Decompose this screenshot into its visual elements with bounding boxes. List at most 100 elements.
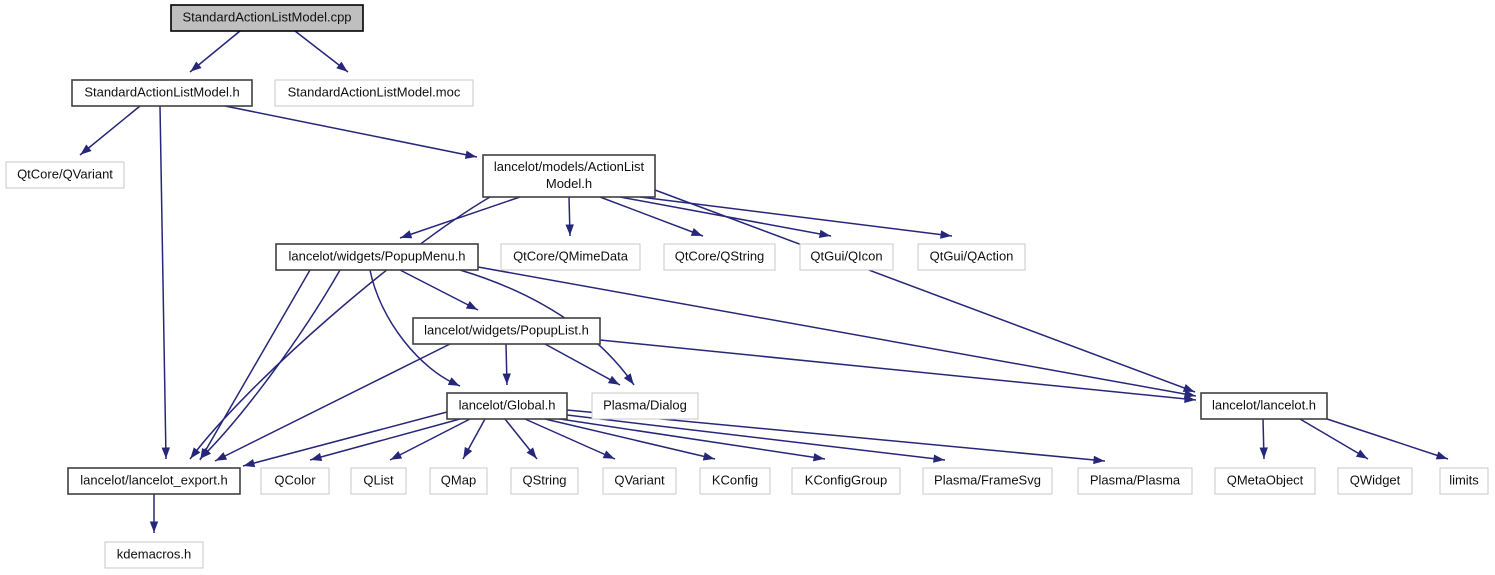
graph-node-box[interactable] xyxy=(699,467,771,495)
graph-edge xyxy=(599,339,1197,401)
graph-node-box[interactable] xyxy=(429,467,488,495)
graph-node-box[interactable] xyxy=(350,467,407,495)
graph-edge-arrowhead xyxy=(447,377,460,386)
graph-node[interactable]: QtCore/QMimeData xyxy=(500,243,641,271)
graph-node-box[interactable] xyxy=(5,161,125,189)
graph-node-box[interactable] xyxy=(1077,467,1193,495)
graph-node[interactable]: QWidget xyxy=(1337,467,1413,495)
graph-edge-arrowhead xyxy=(602,450,615,459)
graph-node-box[interactable] xyxy=(446,392,568,420)
graph-edge-arrowhead xyxy=(702,452,715,461)
graph-edge xyxy=(224,105,478,158)
graph-edge-arrowhead xyxy=(400,230,413,239)
graph-edge-arrowhead xyxy=(940,230,952,239)
graph-node[interactable]: kdemacros.h xyxy=(104,541,204,569)
graph-edge-arrowhead xyxy=(502,373,511,385)
graph-node[interactable]: lancelot/Global.h xyxy=(446,392,568,420)
graph-edge xyxy=(199,269,341,460)
graph-node[interactable]: StandardActionListModel.h xyxy=(71,79,253,107)
graph-edge-arrowhead xyxy=(464,150,477,159)
graph-node[interactable]: QString xyxy=(510,467,579,495)
graph-edge-arrowhead xyxy=(1355,449,1368,459)
graph-node-box[interactable] xyxy=(500,243,641,271)
graph-edge xyxy=(559,418,826,460)
graph-node[interactable]: limits xyxy=(1439,467,1489,495)
graph-edge-arrowhead xyxy=(818,229,831,239)
graph-node-box[interactable] xyxy=(67,467,241,495)
graph-node[interactable]: Plasma/FrameSvg xyxy=(922,467,1053,495)
graph-node-box[interactable] xyxy=(71,79,253,107)
graph-edge-arrowhead xyxy=(149,521,159,533)
graph-node-box[interactable] xyxy=(260,467,330,495)
graph-edge xyxy=(159,105,167,460)
graph-node[interactable]: QtCore/QString xyxy=(663,243,776,271)
graph-node-box[interactable] xyxy=(591,392,699,420)
graph-node-box[interactable] xyxy=(1337,467,1413,495)
graph-edge-arrowhead xyxy=(190,61,202,72)
graph-edge-arrowhead xyxy=(1184,394,1196,404)
graph-edge-arrowhead xyxy=(200,447,210,460)
graph-node-box[interactable] xyxy=(510,467,579,495)
graph-node-box[interactable] xyxy=(922,467,1053,495)
graph-node[interactable]: lancelot/widgets/PopupList.h xyxy=(412,317,601,345)
graph-edge-arrowhead xyxy=(1435,451,1448,460)
graph-edge-arrowhead xyxy=(215,452,228,461)
graph-edge-arrowhead xyxy=(465,301,478,310)
graph-node-box[interactable] xyxy=(170,4,364,32)
graph-edge xyxy=(79,105,141,156)
graph-node-box[interactable] xyxy=(482,154,656,198)
graph-node[interactable]: Plasma/Dialog xyxy=(591,392,699,420)
graph-edge xyxy=(199,269,311,461)
graph-node[interactable]: lancelot/widgets/PopupMenu.h xyxy=(275,243,479,271)
graph-node-box[interactable] xyxy=(412,317,601,345)
graph-edge xyxy=(214,343,451,462)
graph-node-box[interactable] xyxy=(791,467,901,495)
graph-node[interactable]: QMetaObject xyxy=(1214,467,1316,495)
graph-node[interactable]: QList xyxy=(350,467,407,495)
graph-edge-arrowhead xyxy=(565,224,574,236)
graph-node[interactable]: KConfigGroup xyxy=(791,467,901,495)
graph-node[interactable]: QtGui/QAction xyxy=(917,243,1026,271)
graph-node-box[interactable] xyxy=(1439,467,1489,495)
graph-edge-arrowhead xyxy=(623,373,634,385)
graph-edge-arrowhead xyxy=(310,452,323,462)
graph-node[interactable]: StandardActionListModel.cpp xyxy=(170,4,364,32)
graph-edge xyxy=(599,196,704,237)
graph-node[interactable]: QtGui/QIcon xyxy=(799,243,894,271)
graph-edge-arrowhead xyxy=(80,144,92,155)
graph-node-box[interactable] xyxy=(1214,467,1316,495)
graph-node-box[interactable] xyxy=(275,243,479,271)
graph-edge-arrowhead xyxy=(813,453,825,462)
graph-edge xyxy=(399,269,479,311)
graph-node[interactable]: KConfig xyxy=(699,467,771,495)
graph-edge xyxy=(242,411,448,467)
graph-node-box[interactable] xyxy=(1200,392,1328,420)
graph-node[interactable]: Plasma/Plasma xyxy=(1077,467,1193,495)
graph-node[interactable]: lancelot/lancelot.h xyxy=(1200,392,1328,420)
graph-node[interactable]: lancelot/models/ActionListModel.h xyxy=(482,154,656,198)
graph-edge-arrowhead xyxy=(463,446,473,459)
graph-edge-arrowhead xyxy=(933,454,945,463)
graph-edge-arrowhead xyxy=(1093,455,1105,465)
graph-edge-arrowhead xyxy=(526,447,537,459)
graph-node-box[interactable] xyxy=(917,243,1026,271)
graph-edge-arrowhead xyxy=(161,447,171,459)
graph-node-box[interactable] xyxy=(104,541,204,569)
graph-node-box[interactable] xyxy=(602,467,677,495)
graph-node[interactable]: QVariant xyxy=(602,467,677,495)
graph-node-box[interactable] xyxy=(799,243,894,271)
graph-edge-arrowhead xyxy=(390,451,403,460)
edge-layer xyxy=(79,30,1449,533)
graph-edge-arrowhead xyxy=(607,375,620,385)
graph-node[interactable]: QMap xyxy=(429,467,488,495)
graph-edge xyxy=(524,418,616,460)
graph-node[interactable]: QtCore/QVariant xyxy=(5,161,125,189)
graph-edge xyxy=(1299,418,1369,460)
graph-node-box[interactable] xyxy=(663,243,776,271)
graph-node[interactable]: QColor xyxy=(260,467,330,495)
graph-edge-arrowhead xyxy=(243,458,256,468)
graph-node-box[interactable] xyxy=(274,79,474,107)
graph-node[interactable]: StandardActionListModel.moc xyxy=(274,79,474,107)
graph-node[interactable]: lancelot/lancelot_export.h xyxy=(67,467,241,495)
